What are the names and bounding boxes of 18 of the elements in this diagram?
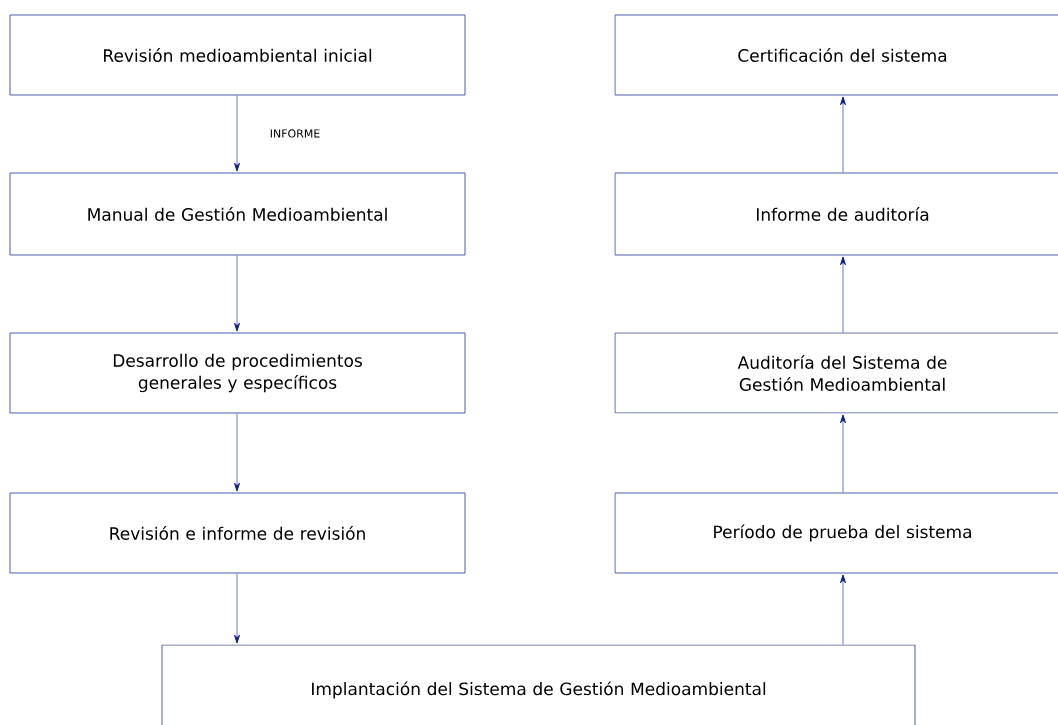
process-box: Período de prueba del sistema bbox=[614, 492, 1058, 574]
arrow bbox=[840, 96, 846, 173]
process-box: Certificación del sistema bbox=[614, 14, 1058, 96]
arrow bbox=[840, 574, 846, 645]
arrow bbox=[234, 255, 240, 332]
arrow bbox=[840, 414, 846, 493]
arrow bbox=[840, 256, 846, 333]
edge-label: INFORME bbox=[268, 128, 322, 139]
process-box: Revisión medioambiental inicial bbox=[9, 14, 466, 96]
process-box: Auditoría del Sistema de Gestión Medioambiental bbox=[614, 332, 1058, 414]
arrow bbox=[234, 95, 240, 172]
process-box: Manual de Gestión Medioambiental bbox=[9, 172, 466, 256]
process-box: Informe de auditoría bbox=[614, 172, 1058, 256]
process-box: Desarrollo de procedimientos generales y específicos bbox=[9, 332, 466, 414]
process-box: Implantación del Sistema de Gestión Medioambiental bbox=[161, 644, 916, 725]
arrow bbox=[234, 573, 240, 644]
arrow bbox=[234, 413, 240, 492]
process-box: Revisión e informe de revisión bbox=[9, 492, 466, 574]
